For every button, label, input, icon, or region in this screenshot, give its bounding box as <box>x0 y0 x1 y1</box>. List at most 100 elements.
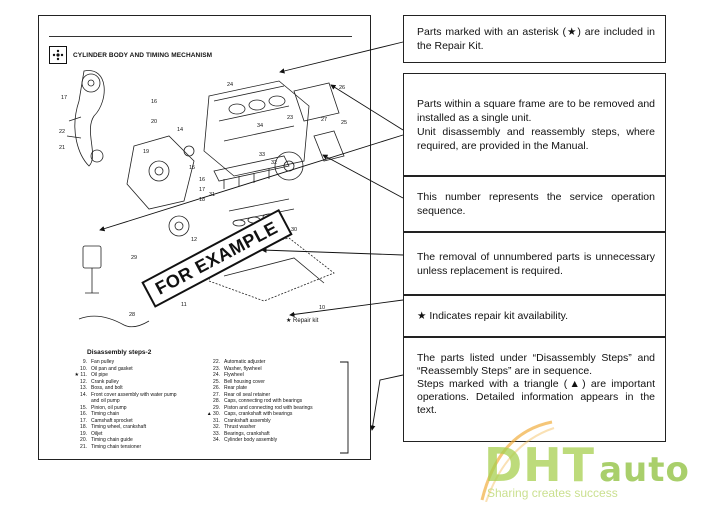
step-number: 12. <box>80 378 87 385</box>
step-text: Timing wheel, crankshaft <box>91 424 147 430</box>
svg-text:19: 19 <box>143 149 149 155</box>
svg-text:34: 34 <box>257 123 263 129</box>
step-number: 34. <box>213 437 220 443</box>
svg-text:24: 24 <box>227 82 233 88</box>
callout-triangle-steps-text: Steps marked with a triangle (▲) are imp… <box>417 378 655 416</box>
step-number: 16. <box>80 411 87 417</box>
step-text: Cylinder body assembly <box>224 437 278 443</box>
step-text: Automatic adjuster <box>224 359 266 365</box>
disassembly-step: ▲ 30. Caps, crankshaft with bearings <box>206 411 313 418</box>
step-text: Rear oil seal retainer <box>224 391 271 398</box>
disassembly-step: and oil pump <box>73 398 177 405</box>
callout-unit-steps-text: Unit disassembly and reassembly steps, w… <box>417 125 655 152</box>
svg-text:29: 29 <box>131 255 137 261</box>
section-header: CYLINDER BODY AND TIMING MECHANISM <box>49 46 212 64</box>
step-text: Oiljet <box>91 430 103 437</box>
disassembly-step: 19. Oiljet <box>73 431 177 438</box>
step-text: Oil pipe <box>91 372 108 378</box>
callout-square-frame-text: Parts within a square frame are to be re… <box>417 97 655 124</box>
svg-text:11: 11 <box>181 302 187 308</box>
disassembly-step: 34. Cylinder body assembly <box>206 437 313 444</box>
step-number: 22. <box>213 359 220 365</box>
svg-text:22: 22 <box>59 129 65 135</box>
disassembly-step: ★ 11. Oil pipe <box>73 372 177 379</box>
callout-asterisk-text: Parts marked with an asterisk (★) are in… <box>417 26 655 52</box>
step-number: 26. <box>213 385 220 391</box>
svg-text:16: 16 <box>151 99 157 105</box>
disassembly-step: 18. Timing wheel, crankshaft <box>73 424 177 431</box>
disassembly-step: 20. Timing chain guide <box>73 437 177 444</box>
step-text: Crank pulley <box>91 378 119 385</box>
svg-text:25: 25 <box>341 120 347 126</box>
step-number: 27. <box>213 391 220 398</box>
step-number: 28. <box>213 398 220 404</box>
svg-text:18: 18 <box>199 197 205 203</box>
svg-text:16: 16 <box>199 177 205 183</box>
step-text: Caps, crankshaft with bearings <box>224 411 293 417</box>
step-text: Timing chain guide <box>91 437 133 443</box>
step-number: ★ 11. <box>74 372 87 378</box>
step-number: 20. <box>80 437 87 443</box>
step-number: 31. <box>213 417 220 424</box>
svg-text:32: 32 <box>271 160 277 166</box>
step-text: Bearings, crankshaft <box>224 430 270 437</box>
repair-kit-label: ★ Repair kit <box>286 318 319 324</box>
callout-sequence-steps-text: The parts listed under “Disassembly Step… <box>417 352 655 377</box>
callout-sequence-steps-note: The parts listed under “Disassembly Step… <box>403 337 666 442</box>
step-text: Caps, connecting rod with bearings <box>224 398 303 404</box>
disassembly-step: 27. Rear oil seal retainer <box>206 392 313 399</box>
step-number: 24. <box>213 372 220 378</box>
step-number: ▲ 30. <box>206 411 220 417</box>
watermark-swoosh-icon <box>480 420 555 502</box>
step-text: Camshaft sprocket <box>91 417 133 424</box>
callout-repair-kit-text: ★ Indicates repair kit availability. <box>417 310 569 322</box>
step-number: 23. <box>213 365 220 372</box>
step-number: 15. <box>80 404 87 411</box>
step-text: Boss, and bolt <box>91 385 123 391</box>
step-text: Crankshaft assembly <box>224 417 271 424</box>
callout-repair-kit-note: ★ Indicates repair kit availability. <box>403 295 666 337</box>
step-text: Timing chain tensioner <box>91 443 142 450</box>
step-number: 25. <box>213 378 220 385</box>
disassembly-steps-title: Disassembly steps-2 <box>87 349 152 356</box>
step-text: Pinion, oil pump <box>91 404 127 411</box>
step-text: Washer, flywheel <box>224 365 262 372</box>
step-number: 29. <box>213 404 220 411</box>
disassembly-step: 25. Bell housing cover <box>206 379 313 386</box>
svg-text:17: 17 <box>61 95 67 101</box>
svg-text:27: 27 <box>321 117 327 123</box>
step-text: Flywheel <box>224 372 244 378</box>
step-number: 9. <box>82 359 87 365</box>
svg-text:31: 31 <box>209 192 215 198</box>
step-number: 19. <box>80 430 87 437</box>
step-text: Fan pulley <box>91 359 115 365</box>
step-number: 18. <box>80 424 87 430</box>
disassembly-step: 21.Timing chain tensioner <box>73 444 177 451</box>
step-text: and oil pump <box>91 398 120 404</box>
section-title: CYLINDER BODY AND TIMING MECHANISM <box>73 51 213 59</box>
page-rule <box>49 36 352 37</box>
step-number: 32. <box>213 424 220 430</box>
step-text: Oil pan and gasket <box>91 365 133 372</box>
svg-text:10: 10 <box>319 305 325 311</box>
step-text: Thrust washer <box>224 424 256 430</box>
callout-unnumbered-parts-note: The removal of unnumbered parts is unnec… <box>403 232 666 295</box>
disassembly-step: 31. Crankshaft assembly <box>206 418 313 425</box>
step-text: Rear plate <box>224 385 248 391</box>
svg-text:14: 14 <box>177 127 183 133</box>
steps-bracket <box>340 361 349 454</box>
svg-text:20: 20 <box>151 119 157 125</box>
watermark-tagline: Sharing creates success <box>487 486 618 500</box>
disassembly-step: 16.Timing chain <box>73 411 177 418</box>
svg-text:33: 33 <box>259 152 265 158</box>
callout-sequence-number-note: This number represents the service opera… <box>403 176 666 232</box>
disassembly-step: 17.Camshaft sprocket <box>73 418 177 425</box>
svg-text:26: 26 <box>339 85 345 91</box>
disassembly-step: 32. Thrust washer <box>206 424 313 431</box>
step-text: Piston and connecting rod with bearings <box>224 404 313 411</box>
svg-text:15: 15 <box>189 165 195 171</box>
step-text: Bell housing cover <box>224 378 265 385</box>
disassembly-step: 24. Flywheel <box>206 372 313 379</box>
